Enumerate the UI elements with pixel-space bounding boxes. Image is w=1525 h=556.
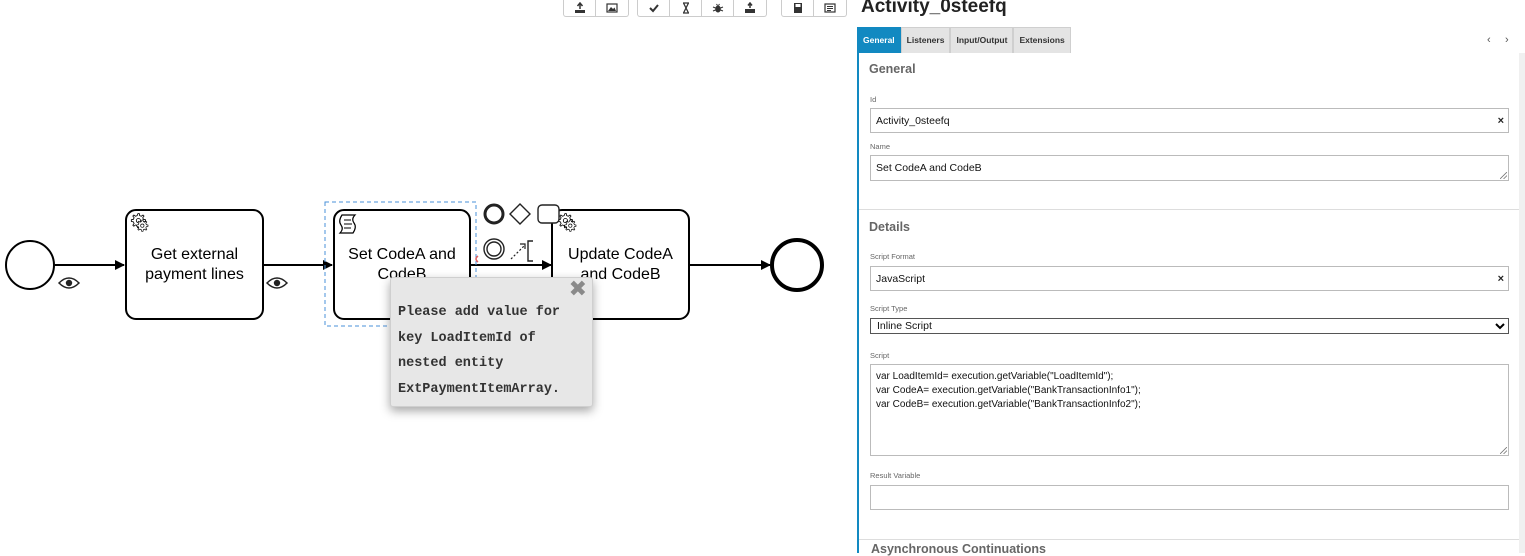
script-type-select[interactable]: Inline Script (870, 318, 1509, 334)
tab-listeners[interactable]: Listeners (900, 27, 951, 53)
list-button[interactable] (814, 0, 846, 16)
id-field[interactable]: Activity_0steefq × (870, 108, 1509, 133)
tabs-prev-icon[interactable]: ‹ (1487, 34, 1491, 46)
section-divider (859, 539, 1519, 540)
script-format-field[interactable]: JavaScript × (870, 266, 1509, 291)
resize-grip-icon[interactable] (1500, 172, 1507, 179)
export-icon (574, 2, 585, 13)
result-variable-field[interactable] (870, 485, 1509, 510)
chevron-down-icon (1495, 323, 1505, 330)
script-line: var LoadItemId= execution.getVariable("L… (876, 371, 1114, 382)
section-title-async: Asynchronous Continuations (871, 542, 1046, 556)
script-task-icon (338, 214, 357, 234)
name-field[interactable]: Set CodeA and CodeB (870, 155, 1509, 181)
toolbar-group-export (563, 0, 629, 17)
name-value: Set CodeA and CodeB (876, 162, 982, 174)
tab-input-output[interactable]: Input/Output (950, 27, 1014, 53)
check-icon (648, 4, 659, 13)
save-icon (793, 3, 802, 13)
section-title-general: General (869, 62, 916, 76)
text-annotation-icon[interactable] (527, 240, 533, 262)
panel-title: Activity_0steefq (861, 0, 1007, 17)
error-marker-icon (475, 255, 479, 263)
script-line: var CodeB= execution.getVariable("BankTr… (876, 399, 1141, 410)
id-label: Id (870, 95, 877, 104)
connect-arrow-icon (520, 243, 526, 249)
clear-script-format-icon[interactable]: × (1497, 272, 1504, 285)
list-icon (824, 3, 836, 13)
tab-extensions[interactable]: Extensions (1013, 27, 1071, 53)
task-get-external-payment-lines[interactable] (125, 209, 264, 320)
tab-general[interactable]: General (857, 27, 901, 53)
export-button[interactable] (564, 0, 596, 16)
service-task-gear-icon (564, 219, 577, 232)
append-gateway-icon[interactable] (509, 203, 531, 225)
eye-icon[interactable] (57, 277, 81, 289)
image-icon (606, 3, 618, 13)
export-image-button[interactable] (596, 0, 628, 16)
name-label: Name (870, 142, 891, 151)
debug-button[interactable] (702, 0, 734, 16)
script-label: Script (870, 351, 890, 360)
toolbar-group-tools (637, 0, 767, 17)
panel-scrollbar[interactable] (1519, 53, 1525, 553)
validation-tooltip: ✖ Please add value for key LoadItemId of… (390, 277, 593, 407)
toolbar-group-file (781, 0, 847, 17)
append-intermediate-event-icon[interactable] (483, 238, 505, 260)
id-value: Activity_0steefq (876, 114, 950, 127)
append-end-event-icon[interactable] (483, 203, 505, 225)
start-event[interactable] (5, 240, 55, 290)
clear-id-icon[interactable]: × (1497, 114, 1504, 127)
bug-icon (712, 3, 723, 13)
end-event[interactable] (770, 238, 824, 292)
script-textarea[interactable]: var LoadItemId= execution.getVariable("L… (870, 364, 1509, 456)
panel-tabs: General Listeners Input/Output Extension… (857, 27, 1071, 53)
result-variable-label: Result Variable (870, 471, 921, 480)
tooltip-message: Please add value for key LoadItemId of n… (398, 305, 561, 397)
hourglass-icon (682, 2, 689, 14)
section-divider (859, 209, 1519, 210)
script-type-label: Script Type (870, 304, 908, 313)
resize-grip-icon[interactable] (1500, 447, 1507, 454)
validate-button[interactable] (638, 0, 670, 16)
bpmn-canvas[interactable]: Get external payment lines Set CodeA and… (0, 0, 856, 553)
tabs-next-icon[interactable]: › (1505, 34, 1509, 46)
deploy-button[interactable] (734, 0, 766, 16)
connect-icon[interactable] (510, 245, 525, 260)
eye-icon[interactable] (265, 277, 289, 289)
save-button[interactable] (782, 0, 814, 16)
script-format-value: JavaScript (876, 272, 926, 285)
deploy-icon (745, 2, 755, 13)
append-task-icon[interactable] (537, 204, 560, 224)
section-title-details: Details (869, 220, 910, 234)
service-task-gear-icon (136, 219, 149, 232)
script-line: var CodeA= execution.getVariable("BankTr… (876, 385, 1141, 396)
timer-button[interactable] (670, 0, 702, 16)
script-type-value: Inline Script (877, 320, 932, 332)
properties-panel: General Id Activity_0steefq × Name Set C… (857, 53, 1519, 556)
close-icon[interactable]: ✖ (568, 276, 587, 301)
script-format-label: Script Format (870, 252, 916, 261)
